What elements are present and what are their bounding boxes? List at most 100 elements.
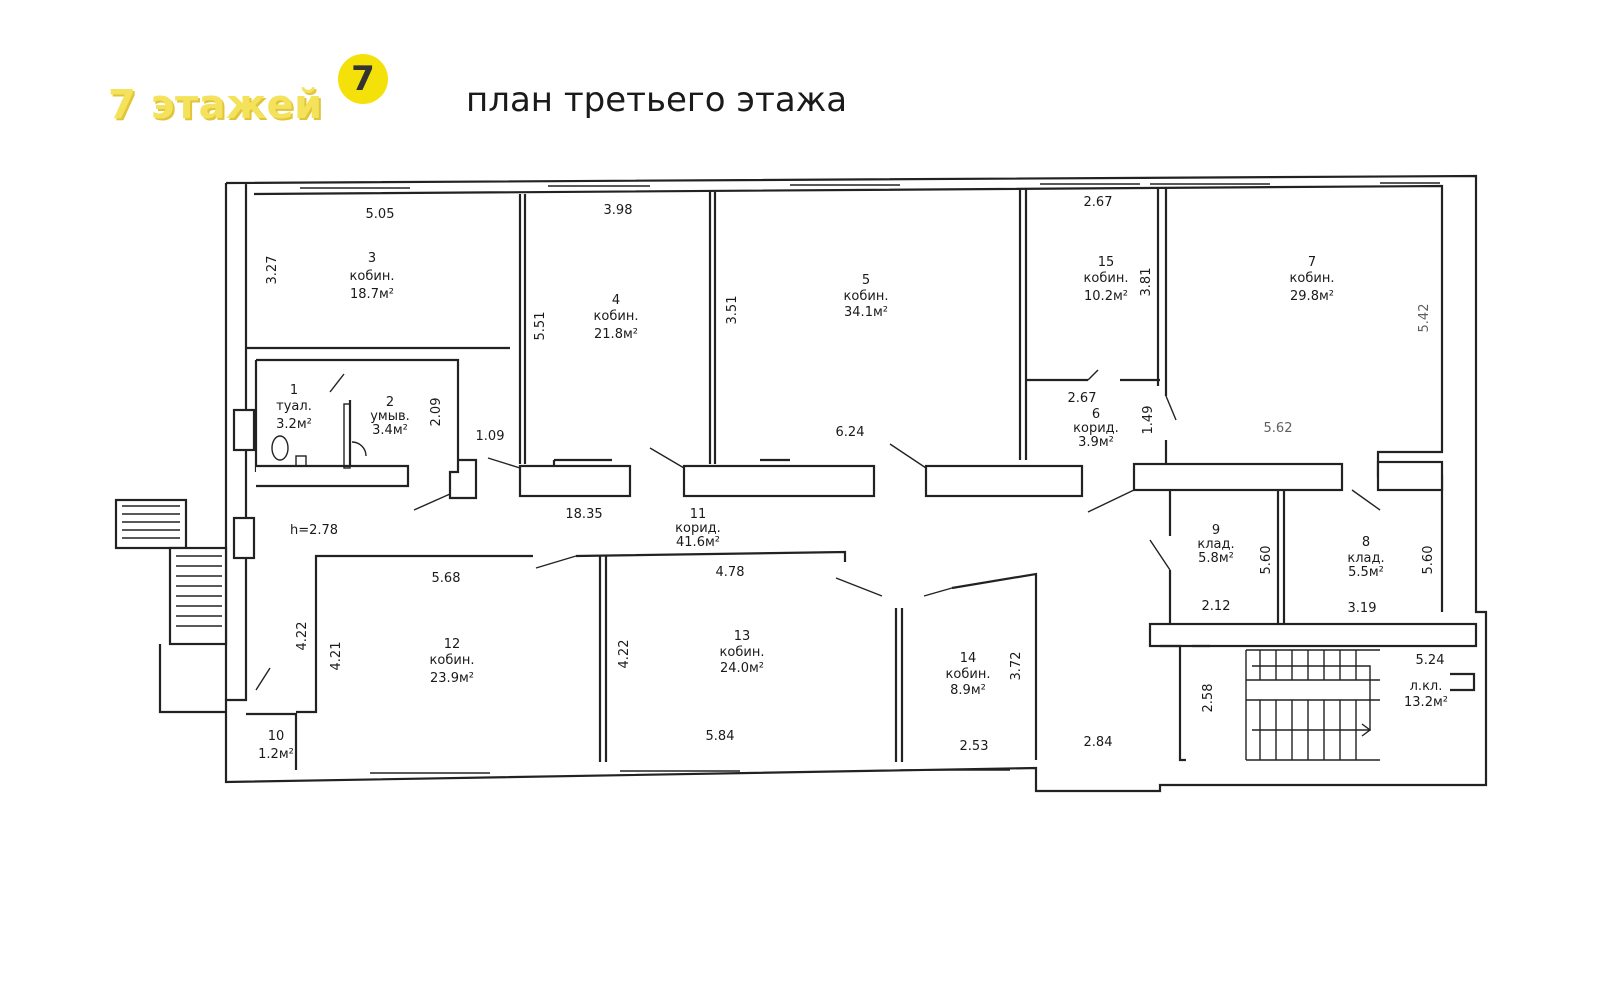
room-label-text: кобин. (350, 269, 395, 284)
room-9: 9 клад. 5.8м² (1197, 523, 1234, 566)
dim-1-49: 1.49 (1141, 406, 1156, 435)
room-label-text: 4 (612, 293, 620, 308)
dim-4-21: 4.21 (329, 642, 344, 671)
room-label-text: 3.4м² (372, 423, 408, 438)
dim-3-19: 3.19 (1348, 601, 1377, 616)
room-8: 8 клад. 5.5м² (1347, 535, 1384, 580)
room-label-text: кобин. (594, 309, 639, 324)
room-12: 12 кобин. 23.9м² (430, 637, 475, 686)
dim-6-24: 6.24 (836, 425, 865, 440)
room-label-text: 5 (862, 273, 870, 288)
dim-5-60-left: 5.60 (1259, 546, 1274, 575)
room-label-text: 5.5м² (1348, 565, 1384, 580)
room-staircase: л.кл. 13.2м² (1404, 679, 1448, 710)
room-label-text: 1 (290, 383, 298, 398)
room-label-text: 18.7м² (350, 287, 394, 302)
room-label-text: 29.8м² (1290, 289, 1334, 304)
room-3: 3 кобин. 18.7м² (350, 251, 395, 302)
dim-1-09: 1.09 (476, 429, 505, 444)
room-label-text: 12 (444, 637, 461, 652)
dim-5-60-right: 5.60 (1421, 546, 1436, 575)
room-label-text: 1.2м² (258, 747, 294, 762)
room-label-text: 41.6м² (676, 535, 720, 550)
dim-3-81: 3.81 (1139, 268, 1154, 297)
dim-5-51: 5.51 (533, 312, 548, 341)
room-1: 1 туал. 3.2м² (276, 383, 312, 432)
dim-2-67-corridor: 2.67 (1068, 391, 1097, 406)
brand-logo-badge-digit: 7 (351, 59, 375, 99)
room-label-text: 10 (268, 729, 285, 744)
room-label-text: клад. (1347, 551, 1384, 566)
room-label-text: 9 (1212, 523, 1220, 538)
room-label-text: 7 (1308, 255, 1316, 270)
room-label-text: туал. (276, 399, 312, 414)
dim-4-22-right: 4.22 (617, 640, 632, 669)
room-label-text: 6 (1092, 407, 1100, 422)
room-label-text: 14 (960, 651, 977, 666)
room-2: 2 умыв. 3.4м² (370, 395, 410, 438)
room-label-text: 5.8м² (1198, 551, 1234, 566)
brand-logo-badge: 7 (338, 54, 388, 104)
room-label-text: кобин. (1290, 271, 1335, 286)
room-label-text: 8 (1362, 535, 1370, 550)
dim-5-62: 5.62 (1264, 421, 1293, 436)
room-label-text: 3.9м² (1078, 435, 1114, 450)
room-label-text: 3 (368, 251, 376, 266)
dim-3-72: 3.72 (1009, 652, 1024, 681)
room-6: 6 корид. 3.9м² (1073, 407, 1119, 450)
dim-height: h=2.78 (290, 523, 338, 538)
dim-4-22-left: 4.22 (295, 622, 310, 651)
dim-2-84: 2.84 (1084, 735, 1113, 750)
room-label-text: 13 (734, 629, 751, 644)
plan-title: план третьего этажа (466, 80, 848, 120)
room-4: 4 кобин. 21.8м² (594, 293, 639, 342)
room-10: 10 1.2м² (258, 729, 294, 762)
dimension-labels: 5.05 3.27 3.98 5.51 3.51 2.67 3.81 2.67 … (265, 195, 1444, 754)
dim-2-58: 2.58 (1201, 684, 1216, 713)
room-label-text: 10.2м² (1084, 289, 1128, 304)
room-label-text: кобин. (844, 289, 889, 304)
room-14: 14 кобин. 8.9м² (946, 651, 991, 698)
room-13: 13 кобин. 24.0м² (720, 629, 765, 676)
dim-3-27: 3.27 (265, 256, 280, 285)
dim-18-35: 18.35 (565, 507, 602, 522)
room-5: 5 кобин. 34.1м² (844, 273, 889, 320)
room-label-text: 2 (386, 395, 394, 410)
dim-2-09: 2.09 (429, 398, 444, 427)
room-label-text: л.кл. (1410, 679, 1443, 694)
dim-3-51: 3.51 (725, 296, 740, 325)
room-labels: 3 кобин. 18.7м² 4 кобин. 21.8м² 5 кобин.… (258, 251, 1448, 762)
room-label-text: 21.8м² (594, 327, 638, 342)
left-stair (114, 408, 256, 714)
room-11: 11 корид. 41.6м² (675, 507, 721, 550)
room-label-text: 3.2м² (276, 417, 312, 432)
room-label-text: кобин. (946, 667, 991, 682)
room-label-text: клад. (1197, 537, 1234, 552)
room-label-text: 13.2м² (1404, 695, 1448, 710)
room-label-text: корид. (1073, 421, 1119, 436)
right-stair (1245, 649, 1380, 761)
dim-3-98: 3.98 (604, 203, 633, 218)
room-label-text: кобин. (720, 645, 765, 660)
dim-5-05: 5.05 (366, 207, 395, 222)
room-label-text: кобин. (1084, 271, 1129, 286)
room-label-text: корид. (675, 521, 721, 536)
room-label-text: 15 (1098, 255, 1115, 270)
dim-2-53: 2.53 (960, 739, 989, 754)
room-7: 7 кобин. 29.8м² (1290, 255, 1335, 304)
room-label-text: умыв. (370, 409, 410, 424)
dim-5-24: 5.24 (1416, 653, 1445, 668)
room-label-text: 8.9м² (950, 683, 986, 698)
room-label-text: 11 (690, 507, 707, 522)
room-15: 15 кобин. 10.2м² (1084, 255, 1129, 304)
interior-walls (246, 188, 1478, 770)
dim-2-12: 2.12 (1202, 599, 1231, 614)
room-label-text: кобин. (430, 653, 475, 668)
brand-logo-text: 7 этажей (108, 82, 323, 128)
dim-5-84: 5.84 (706, 729, 735, 744)
dim-4-78: 4.78 (716, 565, 745, 580)
dim-5-42: 5.42 (1417, 304, 1432, 333)
room-label-text: 34.1м² (844, 305, 888, 320)
dim-5-68: 5.68 (432, 571, 461, 586)
